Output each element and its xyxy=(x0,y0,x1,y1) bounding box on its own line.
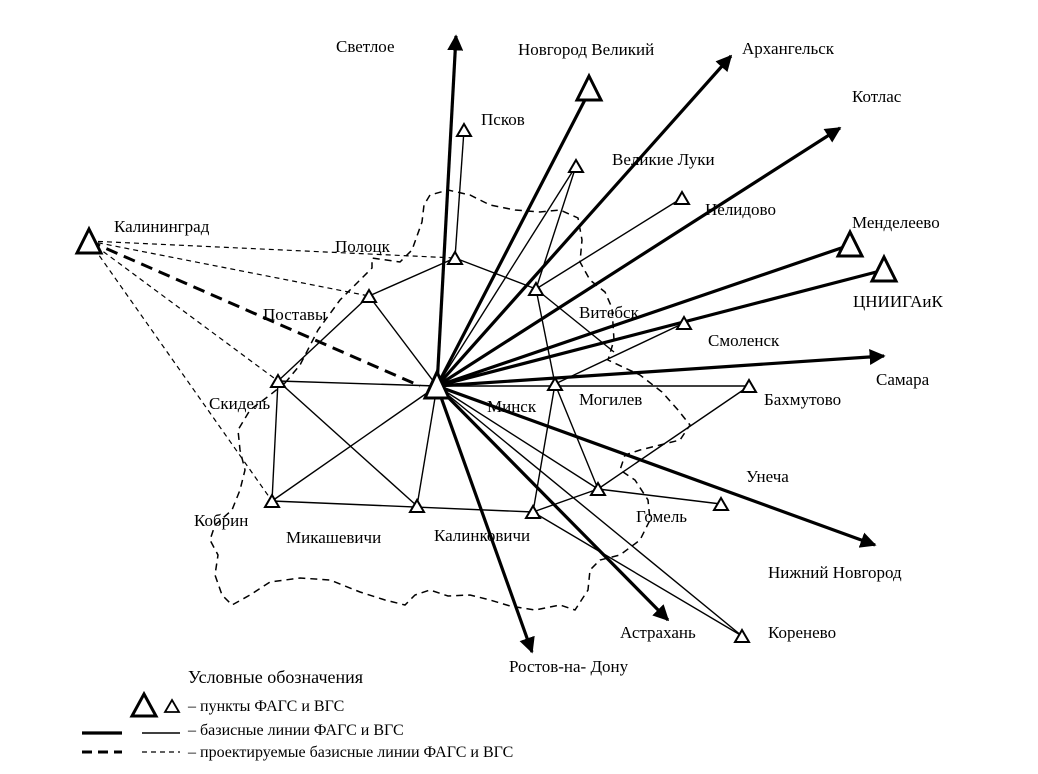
label-kotlas: Котлас xyxy=(852,87,902,106)
label-skidel: Скидель xyxy=(209,394,270,413)
label-unecha: Унеча xyxy=(746,467,789,486)
stations xyxy=(74,72,899,643)
station-skidel xyxy=(269,373,287,388)
station-smolensk xyxy=(675,315,693,330)
station-kalinkovichi xyxy=(524,504,542,519)
station-mendeleevo xyxy=(835,228,865,258)
station-pskov xyxy=(455,122,473,137)
thin-baselines xyxy=(271,129,750,637)
station-gomel xyxy=(589,481,607,496)
station-kaliningrad xyxy=(74,225,104,255)
label-vitebsk: Витебск xyxy=(579,303,640,322)
legend-projected-text: – проектируемые базисные линии ФАГС и ВГ… xyxy=(187,744,513,761)
label-smolensk: Смоленск xyxy=(708,331,780,350)
legend-baselines-text: – базисные линии ФАГС и ВГС xyxy=(187,722,404,739)
label-polotsk: Полоцк xyxy=(335,237,391,256)
label-kaliningrad: Калининград xyxy=(114,217,210,236)
label-arkhangelsk: Архангельск xyxy=(742,39,835,58)
station-nelidovo xyxy=(673,190,691,205)
label-gomel: Гомель xyxy=(636,507,687,526)
station-kobrin xyxy=(263,493,281,508)
station-novgorod xyxy=(574,72,604,102)
station-bakhmutovo xyxy=(740,378,758,393)
label-bakhmutovo: Бахмутово xyxy=(764,390,841,409)
label-samara: Самара xyxy=(876,370,930,389)
label-mikashevichi: Микашевичи xyxy=(286,528,381,547)
label-mendeleevo: Менделеево xyxy=(852,213,940,232)
station-velikie-luki xyxy=(567,158,585,173)
legend-points-text: – пункты ФАГС и ВГС xyxy=(187,698,344,715)
legend-triangle-large-icon xyxy=(129,690,159,718)
label-pskov: Псков xyxy=(481,110,525,129)
label-novgorod: Новгород Великий xyxy=(518,40,654,59)
label-tsniigaik: ЦНИИГАиК xyxy=(853,292,943,311)
label-kalinkovichi: Калинковичи xyxy=(434,526,530,545)
station-postavy xyxy=(360,288,378,303)
station-unecha xyxy=(712,496,730,511)
legend-triangle-small-icon xyxy=(163,698,181,713)
station-polotsk xyxy=(446,250,464,265)
label-velikie-luki: Великие Луки xyxy=(612,150,715,169)
station-korenevo xyxy=(733,628,751,643)
label-kobrin: Кобрин xyxy=(194,511,248,530)
label-astrakhan: Астрахань xyxy=(620,623,696,642)
station-minsk xyxy=(422,368,452,400)
label-mogilev: Могилев xyxy=(579,390,642,409)
label-nizhny: Нижний Новгород xyxy=(768,563,902,582)
station-mikashevichi xyxy=(408,498,426,513)
label-nelidovo: Нелидово xyxy=(705,200,776,219)
label-rostov: Ростов-на- Дону xyxy=(509,657,629,676)
label-postavy: Поставы xyxy=(263,305,327,324)
label-svetloe: Светлое xyxy=(336,37,395,56)
station-vitebsk xyxy=(527,281,545,296)
station-tsniigaik xyxy=(869,253,899,283)
legend: Условные обозначения – пункты ФАГС и ВГС… xyxy=(82,667,513,761)
label-korenevo: Коренево xyxy=(768,623,836,642)
thick-baselines xyxy=(435,34,886,654)
station-mogilev xyxy=(546,376,564,391)
place-labels: Светлое Новгород Великий Архангельск Пск… xyxy=(114,37,943,676)
legend-title: Условные обозначения xyxy=(188,667,363,687)
label-minsk: Минск xyxy=(487,397,537,416)
projected-baselines xyxy=(88,239,456,502)
